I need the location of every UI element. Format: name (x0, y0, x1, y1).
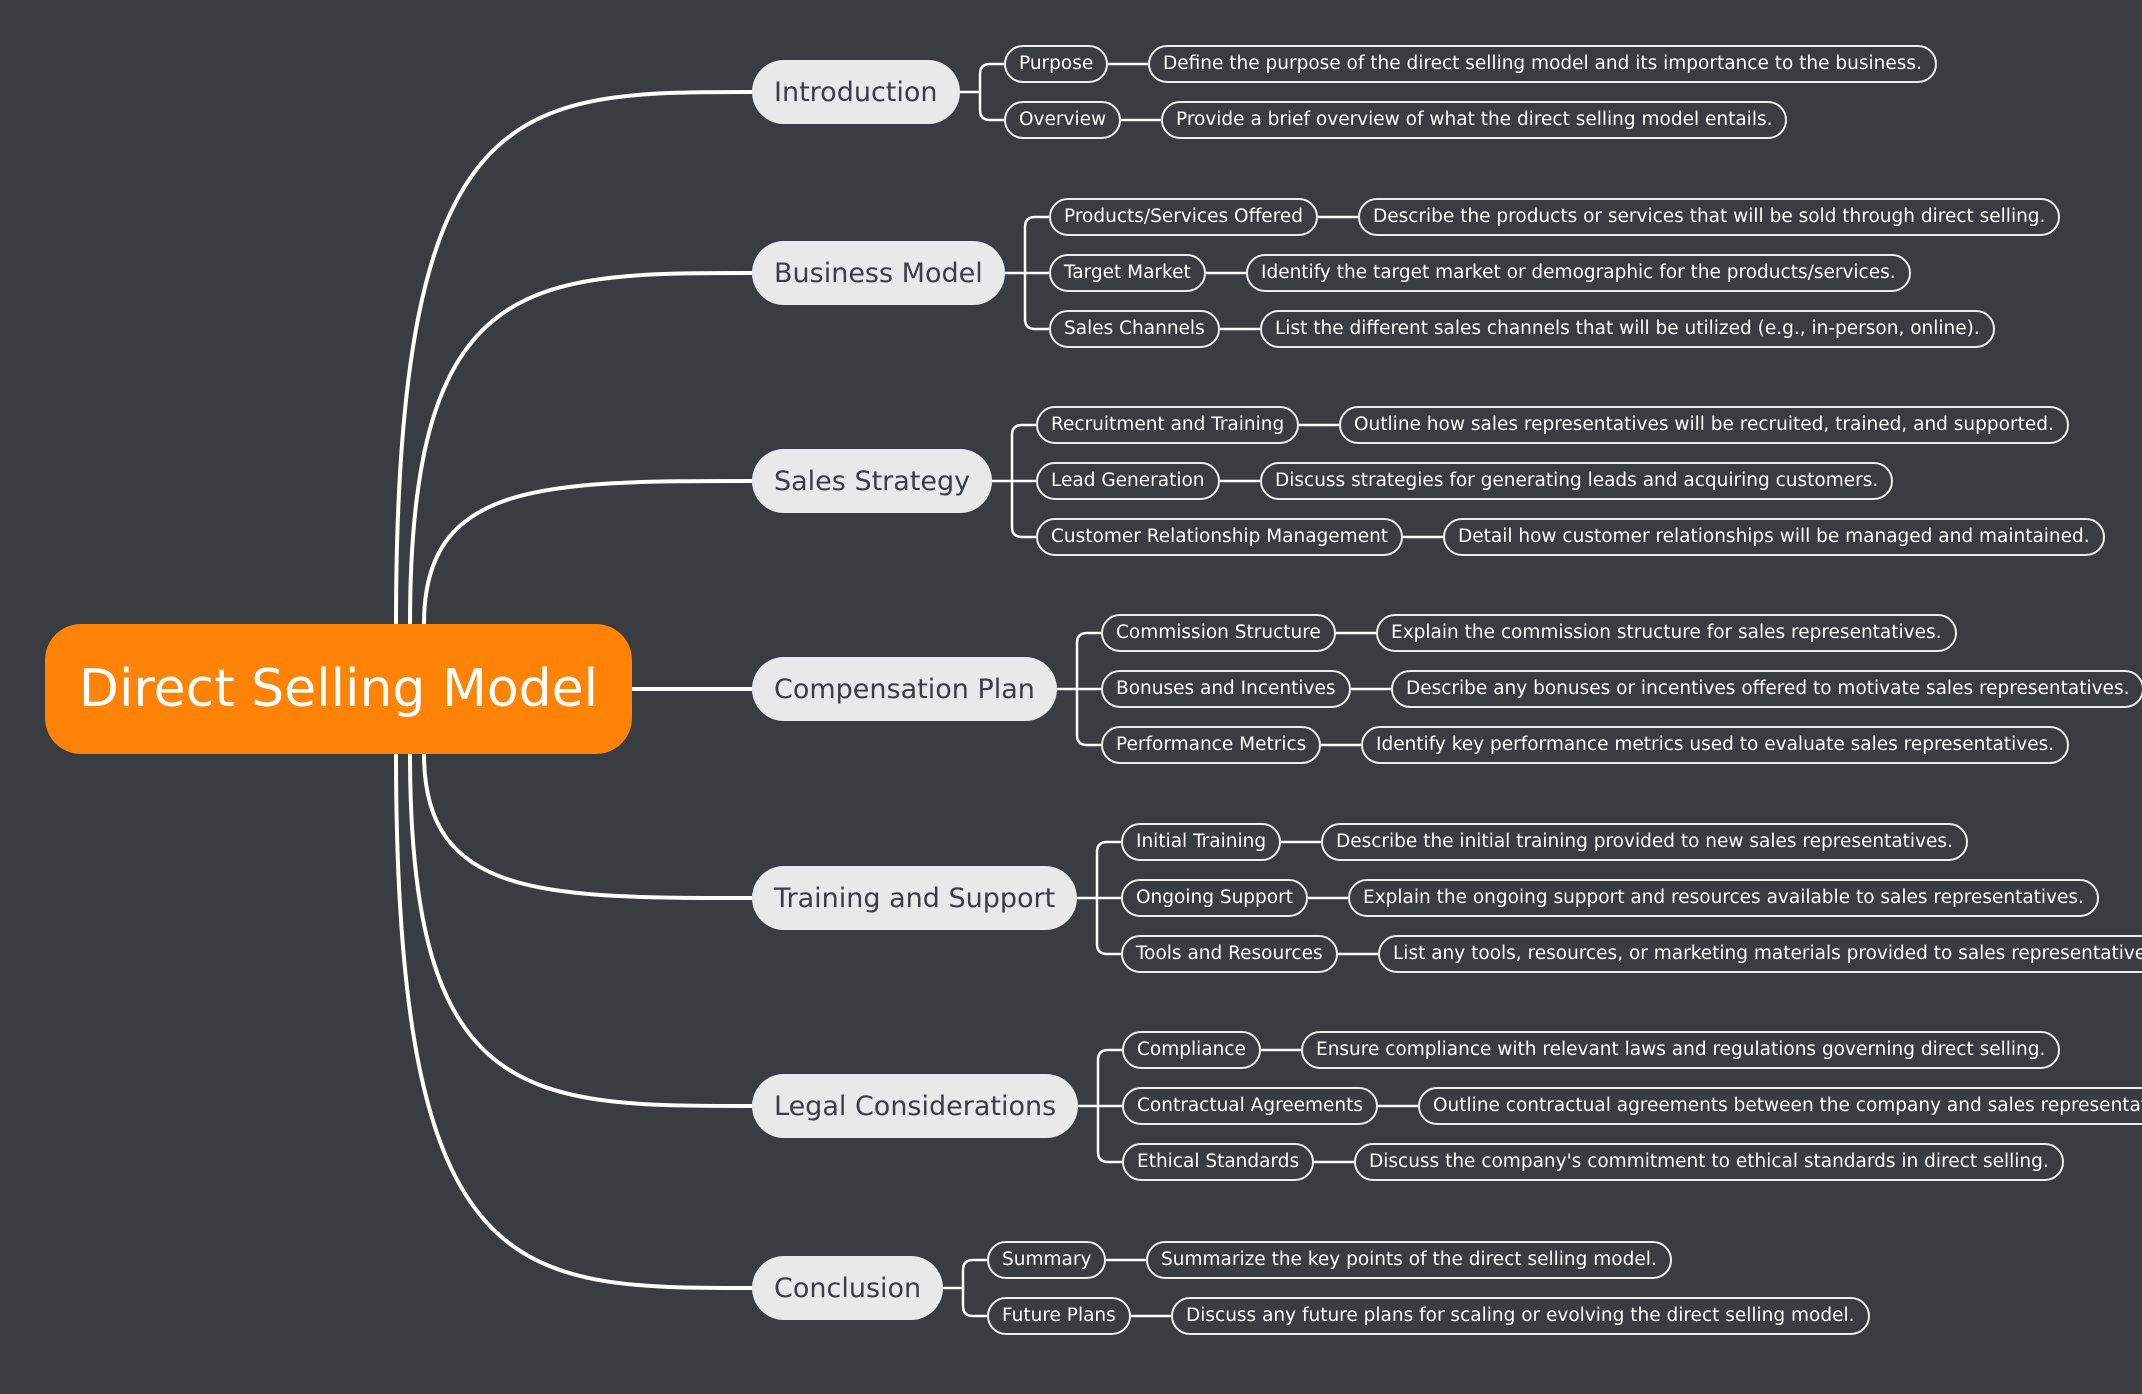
detail-summary[interactable]: Summarize the key points of the direct s… (1146, 1241, 1672, 1279)
connector-line (978, 62, 1004, 92)
topic-legal-considerations[interactable]: Legal Considerations (752, 1074, 1079, 1138)
connector-line (422, 753, 753, 900)
topic-sales-strategy[interactable]: Sales Strategy (752, 449, 993, 513)
detail-commission-structure[interactable]: Explain the commission structure for sal… (1376, 614, 1957, 652)
connector-line (1023, 273, 1049, 331)
detail-overview[interactable]: Provide a brief overview of what the dir… (1161, 101, 1788, 139)
detail-recruitment-and-training[interactable]: Outline how sales representatives will b… (1339, 406, 2069, 444)
subtopic-compliance[interactable]: Compliance (1122, 1031, 1261, 1069)
detail-contractual-agreements[interactable]: Outline contractual agreements between t… (1418, 1087, 2142, 1125)
subtopic-future-plans[interactable]: Future Plans (987, 1297, 1131, 1335)
connector-line (422, 479, 753, 625)
subtopic-recruitment-and-training[interactable]: Recruitment and Training (1036, 406, 1300, 444)
detail-initial-training[interactable]: Describe the initial training provided t… (1321, 823, 1968, 861)
connector-line (1075, 689, 1101, 747)
connector-line (1075, 631, 1101, 689)
subtopic-bonuses-and-incentives[interactable]: Bonuses and Incentives (1101, 670, 1351, 708)
detail-tools-and-resources[interactable]: List any tools, resources, or marketing … (1378, 935, 2142, 973)
subtopic-products-services-offered[interactable]: Products/Services Offered (1049, 198, 1319, 236)
subtopic-lead-generation[interactable]: Lead Generation (1036, 462, 1220, 500)
root-topic[interactable]: Direct Selling Model (45, 624, 632, 754)
connector-line (961, 1258, 987, 1288)
connector-line (394, 753, 753, 1290)
subtopic-ethical-standards[interactable]: Ethical Standards (1122, 1143, 1315, 1181)
subtopic-purpose[interactable]: Purpose (1004, 45, 1109, 83)
detail-performance-metrics[interactable]: Identify key performance metrics used to… (1361, 726, 2070, 764)
subtopic-sales-channels[interactable]: Sales Channels (1049, 310, 1220, 348)
subtopic-customer-relationship-management[interactable]: Customer Relationship Management (1036, 518, 1404, 556)
detail-products-services-offered[interactable]: Describe the products or services that w… (1358, 198, 2061, 236)
subtopic-ongoing-support[interactable]: Ongoing Support (1121, 879, 1308, 917)
connector-line (408, 753, 753, 1108)
connector-line (1095, 898, 1121, 956)
detail-sales-channels[interactable]: List the different sales channels that w… (1260, 310, 1995, 348)
detail-compliance[interactable]: Ensure compliance with relevant laws and… (1301, 1031, 2061, 1069)
detail-target-market[interactable]: Identify the target market or demographi… (1246, 254, 1911, 292)
detail-bonuses-and-incentives[interactable]: Describe any bonuses or incentives offer… (1391, 670, 2142, 708)
subtopic-summary[interactable]: Summary (987, 1241, 1107, 1279)
connector-line (1010, 481, 1036, 539)
detail-purpose[interactable]: Define the purpose of the direct selling… (1148, 45, 1937, 83)
topic-conclusion[interactable]: Conclusion (752, 1256, 944, 1320)
connector-line (978, 92, 1004, 122)
subtopic-contractual-agreements[interactable]: Contractual Agreements (1122, 1087, 1379, 1125)
connector-line (961, 1288, 987, 1318)
subtopic-performance-metrics[interactable]: Performance Metrics (1101, 726, 1322, 764)
topic-introduction[interactable]: Introduction (752, 60, 960, 124)
connector-line (394, 90, 753, 625)
detail-ongoing-support[interactable]: Explain the ongoing support and resource… (1348, 879, 2099, 917)
topic-training-and-support[interactable]: Training and Support (752, 866, 1078, 930)
subtopic-commission-structure[interactable]: Commission Structure (1101, 614, 1336, 652)
connector-line (1010, 423, 1036, 481)
detail-future-plans[interactable]: Discuss any future plans for scaling or … (1171, 1297, 1870, 1335)
detail-lead-generation[interactable]: Discuss strategies for generating leads … (1260, 462, 1894, 500)
subtopic-overview[interactable]: Overview (1004, 101, 1122, 139)
topic-business-model[interactable]: Business Model (752, 241, 1005, 305)
connector-line (1095, 840, 1121, 898)
subtopic-initial-training[interactable]: Initial Training (1121, 823, 1282, 861)
detail-ethical-standards[interactable]: Discuss the company's commitment to ethi… (1354, 1143, 2064, 1181)
connector-line (408, 271, 753, 625)
connector-line (1096, 1048, 1122, 1106)
detail-customer-relationship-management[interactable]: Detail how customer relationships will b… (1443, 518, 2105, 556)
topic-compensation-plan[interactable]: Compensation Plan (752, 657, 1057, 721)
connector-line (1096, 1106, 1122, 1164)
connector-line (1023, 215, 1049, 273)
subtopic-target-market[interactable]: Target Market (1049, 254, 1206, 292)
subtopic-tools-and-resources[interactable]: Tools and Resources (1121, 935, 1338, 973)
